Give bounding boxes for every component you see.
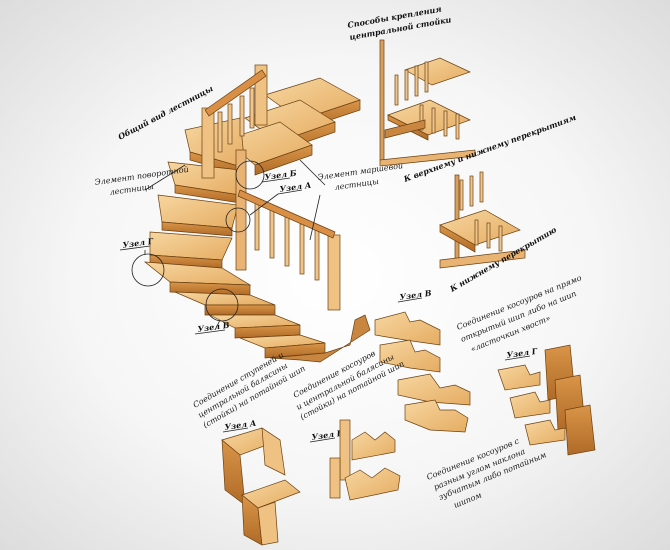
lower-balusters [254,199,320,281]
node-v-detail-underline [397,297,423,303]
march-leaders [299,159,326,241]
node-g-leader [119,245,151,255]
node-a-detail-underline [222,427,249,433]
upper-flight [224,77,361,176]
lower-newel [327,234,341,311]
support-lower [439,171,526,269]
node-a-leader [249,189,303,216]
node-v-joints [374,311,471,433]
node-g-circle [131,253,165,287]
node-a-joints [221,427,301,546]
node-a-circle [225,207,251,233]
lower-handrail [237,189,336,239]
main-staircase [131,64,371,363]
node-b-circle [235,160,265,190]
upper-handrail [204,69,267,117]
node-g-detail-underline [504,355,531,361]
lower-flight [143,261,371,363]
node-v-circle [205,288,239,322]
node-v-detail-label: Узел В [399,288,432,302]
top-newel [201,107,215,179]
central-newel [235,149,247,271]
node-a-detail-label: Узел А [224,418,257,432]
node-g-joints [497,344,596,456]
support-upper-lower [379,39,476,167]
winder-steps [149,117,246,269]
node-b-detail-label: Узел Б [311,428,344,442]
winder-element-label-2: лестницы [109,182,154,197]
march-element-label-2: лестницы [334,177,379,192]
upper-balusters [217,87,255,153]
node-b-detail-underline [309,437,336,443]
winder-leader [144,164,186,191]
node-b-underline [261,177,291,183]
node-b-joints [329,419,401,501]
node-g-detail-label: Узел Г [506,346,538,360]
node-a-label: Узел А [279,180,312,194]
node-v-leader [194,319,226,335]
